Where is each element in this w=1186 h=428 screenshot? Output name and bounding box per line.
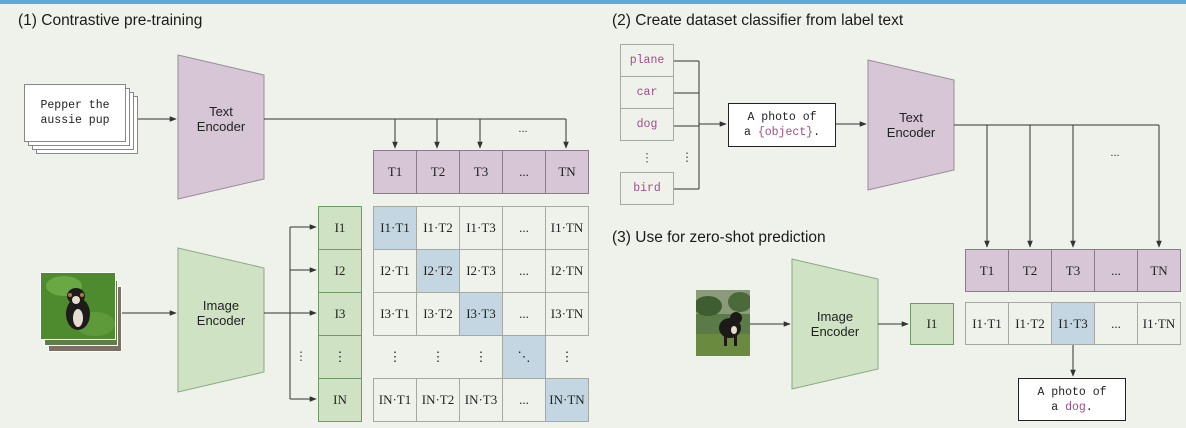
fanout-dots: ⋮ bbox=[295, 349, 307, 363]
text-encoder-2-line2: Encoder bbox=[886, 125, 936, 140]
text-encoder-1-shape bbox=[177, 54, 265, 200]
matrix-cell: ... bbox=[502, 378, 546, 422]
label-car: car bbox=[620, 76, 674, 109]
matrix-cell: I1·T1 bbox=[373, 206, 417, 250]
matrix-cell: I2·TN bbox=[545, 249, 589, 293]
matrix-cell: I2·T2 bbox=[416, 249, 460, 293]
section-title-zero-shot: (3) Use for zero-shot prediction bbox=[612, 229, 826, 246]
prompt-template-prefix: a bbox=[744, 126, 758, 139]
label-bird: bird bbox=[620, 172, 674, 205]
matrix-cell: I3·T1 bbox=[373, 292, 417, 336]
matrix-cell: I2·T3 bbox=[459, 249, 503, 293]
zs-image-token: I1 bbox=[910, 303, 954, 345]
label-connector-dots: ⋮ bbox=[681, 149, 693, 164]
zs-text-token-n: TN bbox=[1137, 249, 1181, 292]
matrix-cell: IN·T1 bbox=[373, 378, 417, 422]
prompt-template-suffix: . bbox=[813, 126, 820, 139]
label-dots: ⋮ bbox=[641, 151, 653, 164]
matrix-cell: ... bbox=[502, 206, 546, 250]
section-title-classifier: (2) Create dataset classifier from label… bbox=[612, 12, 904, 29]
dog-photo bbox=[40, 272, 116, 340]
matrix-cell: I3·T2 bbox=[416, 292, 460, 336]
prompt-template-line2: a {object}. bbox=[744, 125, 820, 140]
matrix-cell: I1·TN bbox=[545, 206, 589, 250]
image-token-dots: ⋮ bbox=[318, 335, 362, 379]
matrix-cell: I3·T3 bbox=[459, 292, 503, 336]
matrix-cell: ⋱ bbox=[502, 335, 546, 379]
prediction-line2: a dog. bbox=[1051, 400, 1092, 415]
zs-score-1: I1·T1 bbox=[965, 302, 1009, 345]
prediction-box: A photo of a dog. bbox=[1018, 378, 1126, 421]
zs-score-ellipsis: ... bbox=[1094, 302, 1138, 345]
image-encoder-1-line1: Image bbox=[202, 298, 240, 313]
text-token-ellipsis: ... bbox=[502, 150, 546, 194]
image-token-n: IN bbox=[318, 378, 362, 422]
zs-score-3: I1·T3 bbox=[1051, 302, 1095, 345]
matrix-cell: ⋮ bbox=[474, 349, 488, 364]
label-dog: dog bbox=[620, 108, 674, 141]
matrix-cell: I2·T1 bbox=[373, 249, 417, 293]
prediction-prefix: a bbox=[1051, 400, 1066, 414]
image-encoder-1-line2: Encoder bbox=[196, 313, 246, 328]
text-encoder-1-line2: Encoder bbox=[196, 119, 246, 134]
prediction-suffix: . bbox=[1085, 400, 1093, 414]
prediction-line1: A photo of bbox=[1037, 385, 1107, 399]
image-token-3: I3 bbox=[318, 292, 362, 336]
text-encoder-2-line1: Text bbox=[899, 110, 923, 125]
label-plane: plane bbox=[620, 44, 674, 77]
text-fanout-ellipsis: ... bbox=[518, 123, 528, 135]
matrix-cell: IN·T3 bbox=[459, 378, 503, 422]
text-fanout-ellipsis-2: ... bbox=[1110, 147, 1120, 159]
matrix-cell: ⋮ bbox=[388, 349, 402, 364]
matrix-cell: ... bbox=[502, 249, 546, 293]
matrix-cell: ⋮ bbox=[431, 349, 445, 364]
text-token-2: T2 bbox=[416, 150, 460, 194]
prompt-template-line1: A photo of bbox=[747, 111, 817, 124]
prompt-template-placeholder: {object} bbox=[757, 126, 814, 139]
matrix-cell: IN·TN bbox=[545, 378, 589, 422]
matrix-cell: ... bbox=[502, 292, 546, 336]
matrix-cell: I1·T3 bbox=[459, 206, 503, 250]
top-accent-bar bbox=[0, 0, 1186, 4]
zs-text-token-2: T2 bbox=[1008, 249, 1052, 292]
prediction-object: dog bbox=[1065, 400, 1086, 414]
image-encoder-2-line1: Image bbox=[816, 309, 854, 324]
text-token-3: T3 bbox=[459, 150, 503, 194]
text-input-card: Pepper the aussie pup bbox=[24, 84, 126, 142]
matrix-cell: ⋮ bbox=[560, 349, 574, 364]
text-token-n: TN bbox=[545, 150, 589, 194]
zs-score-2: I1·T2 bbox=[1008, 302, 1052, 345]
image-token-1: I1 bbox=[318, 206, 362, 250]
text-encoder-1-line1: Text bbox=[209, 104, 233, 119]
zero-shot-dog-photo bbox=[696, 290, 750, 356]
text-encoder-2-shape bbox=[867, 59, 955, 191]
matrix-cell: IN·T2 bbox=[416, 378, 460, 422]
image-token-2: I2 bbox=[318, 249, 362, 293]
zs-score-n: I1·TN bbox=[1137, 302, 1181, 345]
section-title-contrastive: (1) Contrastive pre-training bbox=[18, 12, 203, 29]
zs-text-token-ellipsis: ... bbox=[1094, 249, 1138, 292]
matrix-cell: I3·TN bbox=[545, 292, 589, 336]
image-encoder-2-line2: Encoder bbox=[810, 324, 860, 339]
zs-text-token-3: T3 bbox=[1051, 249, 1095, 292]
matrix-cell: I1·T2 bbox=[416, 206, 460, 250]
text-input-line2: aussie pup bbox=[40, 114, 110, 127]
text-input-line1: Pepper the bbox=[40, 99, 110, 112]
zs-text-token-1: T1 bbox=[965, 249, 1009, 292]
text-token-1: T1 bbox=[373, 150, 417, 194]
prompt-template: A photo of a {object}. bbox=[728, 103, 836, 147]
image-encoder-2-shape bbox=[791, 258, 879, 390]
image-encoder-1-shape bbox=[177, 247, 265, 393]
